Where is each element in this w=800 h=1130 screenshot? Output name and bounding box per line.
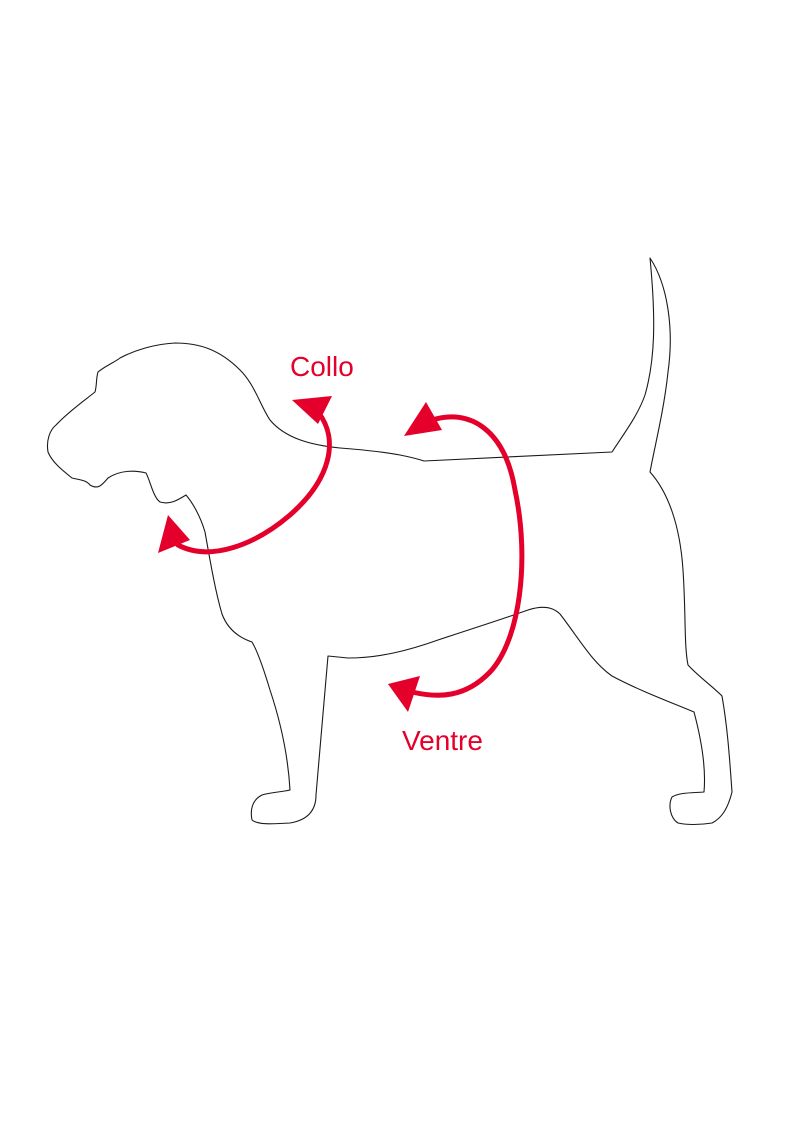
neck-arrow-head-top [292, 396, 332, 424]
neck-label: Collo [290, 351, 354, 382]
belly-measure-arc [409, 414, 525, 698]
belly-label: Ventre [402, 725, 483, 756]
belly-arrow-head-bottom [388, 676, 420, 712]
belly-arrow-head-top [404, 402, 442, 436]
neck-measure-arc [175, 409, 332, 555]
dog-silhouette [46, 257, 733, 826]
neck-arrow-head-bottom [158, 515, 190, 553]
